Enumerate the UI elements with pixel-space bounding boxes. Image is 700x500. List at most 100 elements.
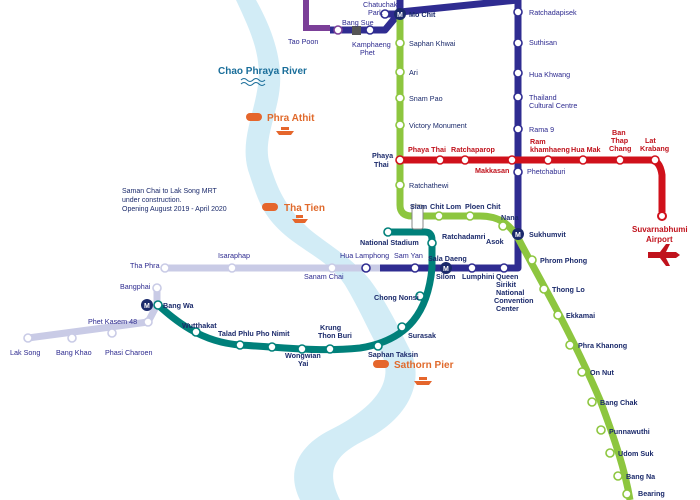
svg-text:Phrom Phong: Phrom Phong xyxy=(540,256,587,265)
svg-text:M: M xyxy=(515,232,521,239)
station-dot xyxy=(191,327,201,337)
svg-text:National Stadium: National Stadium xyxy=(360,238,419,247)
svg-text:Ban: Ban xyxy=(612,128,626,137)
station-dot xyxy=(513,92,523,102)
svg-text:Ratchadapisek: Ratchadapisek xyxy=(529,8,577,17)
svg-text:Rama 9: Rama 9 xyxy=(529,125,554,134)
svg-text:Makkasan: Makkasan xyxy=(475,166,509,175)
station-dot xyxy=(565,340,575,350)
chao-phraya-river xyxy=(236,0,416,500)
station-dot xyxy=(267,342,277,352)
station-dot xyxy=(395,180,405,190)
svg-text:Phra Athit: Phra Athit xyxy=(267,113,315,124)
svg-text:Wutthakat: Wutthakat xyxy=(182,321,217,330)
svg-text:Krabang: Krabang xyxy=(640,144,669,153)
svg-text:Cultural Centre: Cultural Centre xyxy=(529,101,577,110)
station-dot xyxy=(395,93,405,103)
station-dot xyxy=(543,155,553,165)
svg-text:Saphan Taksin: Saphan Taksin xyxy=(368,350,418,359)
svg-text:On Nut: On Nut xyxy=(590,368,615,377)
svg-text:Nana: Nana xyxy=(501,213,520,222)
svg-text:Suvarnabhumi: Suvarnabhumi xyxy=(632,225,688,234)
station-dot xyxy=(513,68,523,78)
station-dot xyxy=(513,167,523,177)
svg-text:Tha Tien: Tha Tien xyxy=(284,203,325,214)
station-dot xyxy=(615,155,625,165)
station-dot xyxy=(613,471,623,481)
svg-text:Phra Khanong: Phra Khanong xyxy=(578,341,627,350)
station-dot xyxy=(498,221,508,231)
svg-text:Park: Park xyxy=(368,8,383,17)
svg-text:Wongwian: Wongwian xyxy=(285,351,321,360)
station-dot xyxy=(23,333,33,343)
station-dot xyxy=(410,263,420,273)
station-dot xyxy=(152,283,162,293)
station-dot xyxy=(513,7,523,17)
wave-icon xyxy=(240,78,266,86)
boat-icon xyxy=(276,127,294,135)
interchange-silom: M xyxy=(440,262,452,274)
mrt-purple-line xyxy=(303,0,330,31)
station-dot xyxy=(383,227,393,237)
silom-line xyxy=(154,228,436,354)
station-dot xyxy=(395,67,405,77)
svg-text:Talad Phlu: Talad Phlu xyxy=(218,329,254,338)
svg-text:Bang Na: Bang Na xyxy=(626,472,656,481)
svg-text:Thai: Thai xyxy=(374,160,389,169)
station-dot xyxy=(650,155,660,165)
station-dot xyxy=(513,124,523,134)
boat-icon xyxy=(292,215,308,223)
station-dot xyxy=(527,255,537,265)
station-dot xyxy=(397,322,407,332)
svg-text:M: M xyxy=(144,303,150,310)
station-dot xyxy=(499,263,509,273)
bang-sue-interchange xyxy=(352,26,361,35)
svg-text:Thap: Thap xyxy=(611,136,629,145)
svg-text:Sala Daeng: Sala Daeng xyxy=(428,254,467,263)
svg-text:Lak Song: Lak Song xyxy=(10,348,40,357)
sukhumvit-labels: Mo Chit Saphan Khwai Ari Snam Pao Victor… xyxy=(409,10,665,498)
svg-text:Lat: Lat xyxy=(645,136,656,145)
siam-interchange xyxy=(411,204,424,230)
svg-text:Bangphai: Bangphai xyxy=(120,282,151,291)
svg-text:Ari: Ari xyxy=(409,68,418,77)
station-dot xyxy=(395,120,405,130)
station-dot xyxy=(434,211,444,221)
svg-text:Phet: Phet xyxy=(360,48,375,57)
station-dot xyxy=(415,291,425,301)
interchange-bang-wa: M xyxy=(141,299,153,311)
station-dot xyxy=(297,344,307,354)
svg-text:Sam Yan: Sam Yan xyxy=(394,251,423,260)
station-dot xyxy=(107,328,117,338)
svg-text:Phaya Thai: Phaya Thai xyxy=(408,145,446,154)
river-label: Chao Phraya River xyxy=(218,66,307,77)
station-dot xyxy=(395,155,405,165)
svg-text:Asok: Asok xyxy=(486,237,504,246)
extension-labels: Tha Phra Isaraphap Sanam Chai Bangphai P… xyxy=(10,251,344,357)
station-dot xyxy=(365,25,375,35)
svg-text:Chatuchak: Chatuchak xyxy=(363,0,398,9)
svg-text:Queen: Queen xyxy=(496,272,518,281)
svg-text:Victory Monument: Victory Monument xyxy=(409,121,467,130)
pier-sathorn: Sathorn Pier xyxy=(373,360,454,385)
svg-text:Chong Nonsi: Chong Nonsi xyxy=(374,293,419,302)
svg-text:Sathorn Pier: Sathorn Pier xyxy=(394,360,454,371)
station-dot xyxy=(539,284,549,294)
station-dot xyxy=(143,317,153,327)
svg-text:Center: Center xyxy=(496,304,519,313)
station-dot xyxy=(578,155,588,165)
airport-rail-link xyxy=(400,156,666,212)
svg-text:under construction.: under construction. xyxy=(122,197,182,204)
svg-text:Udom Suk: Udom Suk xyxy=(618,449,654,458)
station-dot xyxy=(227,263,237,273)
station-dot xyxy=(577,367,587,377)
station-dot xyxy=(587,397,597,407)
station-dot xyxy=(622,489,632,499)
svg-text:National: National xyxy=(496,288,524,297)
svg-text:Bang Sue: Bang Sue xyxy=(342,18,374,27)
station-dot xyxy=(507,155,517,165)
svg-text:Krung: Krung xyxy=(320,323,341,332)
svg-text:Sanam Chai: Sanam Chai xyxy=(304,272,344,281)
station-dot xyxy=(465,211,475,221)
